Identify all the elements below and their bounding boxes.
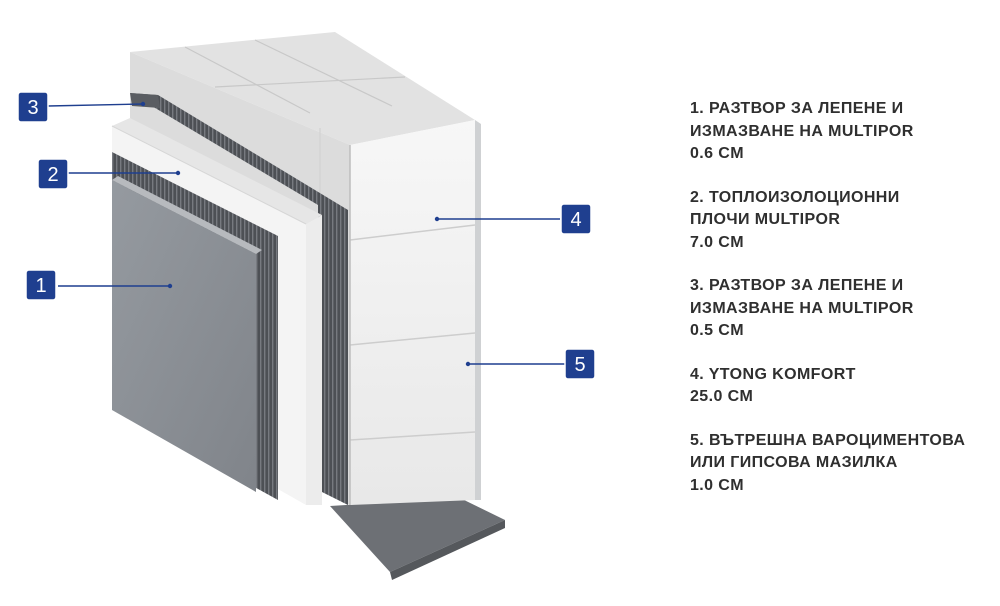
legend-line: 1.0 CM [690, 476, 744, 494]
legend-line: ИЗМАЗВАНЕ НА MULTIPOR [690, 122, 914, 140]
leader-lines [47, 103, 565, 365]
legend-line: 4. YTONG KOMFORT [690, 365, 856, 383]
legend-item-5: 5. ВЪТРЕШНА ВАРОЦИМЕНТОВА ИЛИ ГИПСОВА МА… [690, 430, 995, 498]
layer-legend: 1. РАЗТВОР ЗА ЛЕПЕНЕ И ИЗМАЗВАНЕ НА MULT… [690, 98, 995, 518]
legend-item-1: 1. РАЗТВОР ЗА ЛЕПЕНЕ И ИЗМАЗВАНЕ НА MULT… [690, 98, 995, 166]
floor-plaster-strip [330, 498, 505, 580]
legend-item-2: 2. ТОПЛОИЗОЛОЦИОННИ ПЛОЧИ MULTIPOR 7.0 C… [690, 187, 995, 255]
legend-line: 1. РАЗТВОР ЗА ЛЕПЕНЕ И [690, 100, 904, 117]
legend-line: 3. РАЗТВОР ЗА ЛЕПЕНЕ И [690, 277, 904, 294]
callout-label: 2 [47, 164, 58, 186]
callout-badge-2: 2 [37, 158, 69, 190]
callout-label: 1 [35, 275, 46, 297]
callout-badge-1: 1 [25, 269, 57, 301]
legend-line: 2. ТОПЛОИЗОЛОЦИОННИ [690, 188, 900, 206]
callout-label: 3 [27, 97, 38, 119]
legend-line: 0.6 CM [690, 145, 744, 162]
legend-line: 0.5 CM [690, 322, 744, 339]
legend-line: 25.0 CM [690, 388, 754, 405]
callout-badge-5: 5 [564, 348, 596, 380]
callout-label: 5 [574, 354, 585, 376]
leader-dots [140, 101, 471, 367]
interior-plaster-face [475, 120, 481, 500]
legend-line: 5. ВЪТРЕШНА ВАРОЦИМЕНТОВА [690, 431, 966, 449]
legend-line: 7.0 CM [690, 233, 744, 251]
legend-item-4: 4. YTONG KOMFORT 25.0 CM [690, 364, 995, 409]
leader-line-3 [47, 103, 144, 107]
wall-section-diagram: 3 2 1 4 5 [17, 32, 596, 580]
callout-badge-3: 3 [17, 91, 49, 123]
legend-line: ИЗМАЗВАНЕ НА MULTIPOR [690, 299, 914, 317]
callout-label: 4 [570, 209, 581, 231]
legend-line: ПЛОЧИ MULTIPOR [690, 211, 841, 228]
legend-line: ИЛИ ГИПСОВА МАЗИЛКА [690, 454, 898, 471]
callout-badge-4: 4 [560, 203, 592, 235]
render-surface [112, 176, 262, 492]
legend-item-3: 3. РАЗТВОР ЗА ЛЕПЕНЕ И ИЗМАЗВАНЕ НА MULT… [690, 275, 995, 343]
